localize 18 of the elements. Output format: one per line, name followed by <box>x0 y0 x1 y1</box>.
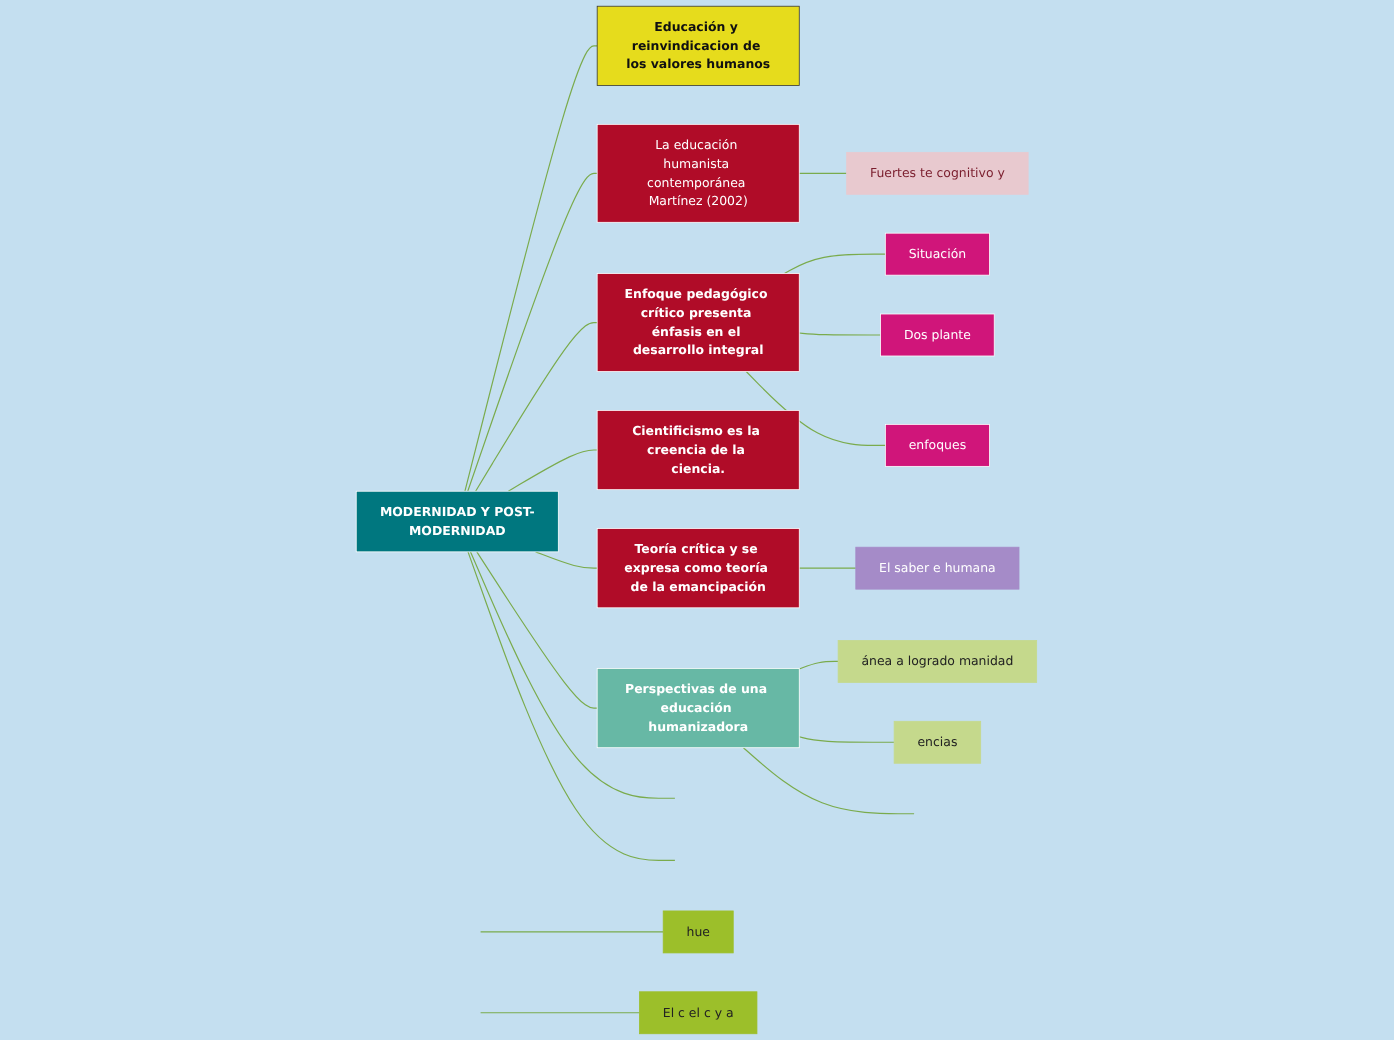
connector-line <box>508 449 599 492</box>
connector-line <box>799 172 848 174</box>
connector-line <box>799 332 882 336</box>
connector-line <box>784 253 887 275</box>
connector-line <box>535 551 599 569</box>
connector-line <box>480 1012 641 1014</box>
connector-line <box>743 747 916 815</box>
connector-line <box>476 551 599 709</box>
connector-line <box>464 45 599 492</box>
connector-line <box>480 931 665 933</box>
connector-line <box>799 660 840 670</box>
connector-line <box>475 321 599 492</box>
connector-line <box>468 551 676 861</box>
connector-line <box>467 172 599 492</box>
connector-line <box>799 736 896 743</box>
connector-line <box>746 370 887 446</box>
connector-line <box>470 551 676 799</box>
connector-line <box>799 567 857 569</box>
